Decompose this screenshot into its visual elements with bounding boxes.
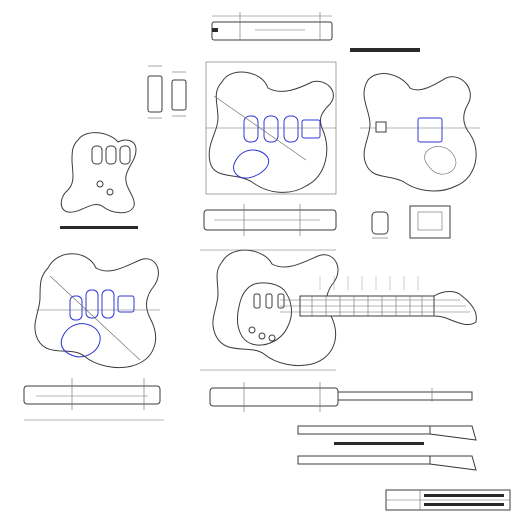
body-side-view-top (211, 12, 333, 41)
pickguard-view (60, 132, 138, 229)
neck-side-view-lower (297, 425, 477, 471)
plate-detail (409, 205, 451, 239)
body-side-view-bottom (23, 378, 164, 421)
neck-side-view-upper (209, 382, 473, 412)
bridge-detail-b (171, 71, 187, 117)
view-title-marker (350, 48, 420, 52)
title-block (385, 489, 511, 511)
body-front-view-left (34, 253, 160, 369)
body-side-view-middle (203, 204, 337, 236)
assembled-guitar-view (212, 249, 477, 367)
output-jack-detail (371, 211, 389, 239)
bridge-detail-a (147, 65, 163, 119)
body-top-view (205, 61, 337, 195)
body-rear-view (360, 73, 480, 192)
